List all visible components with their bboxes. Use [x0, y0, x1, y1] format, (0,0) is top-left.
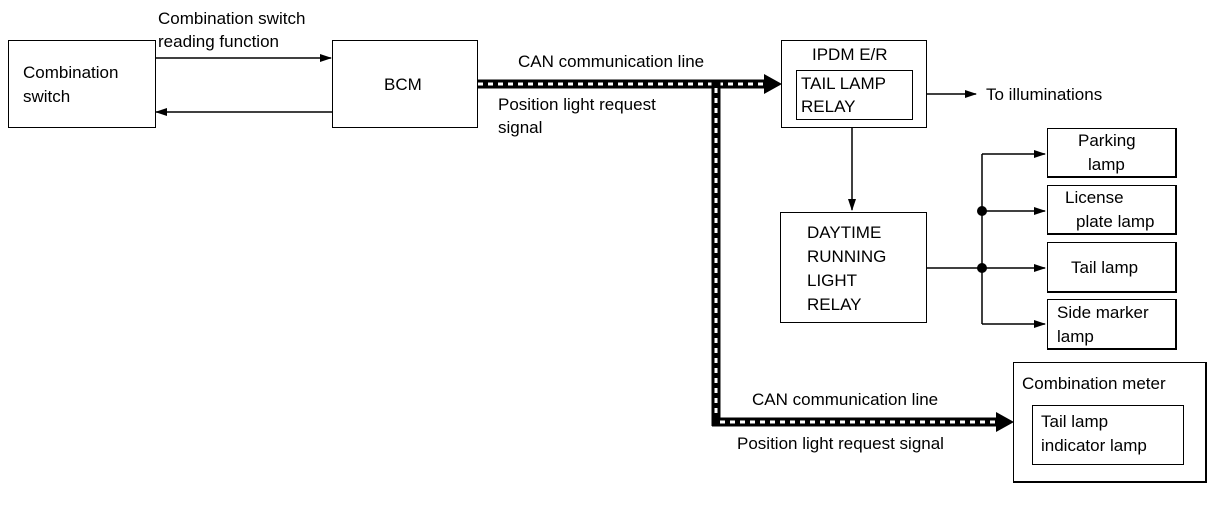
license-plate-lamp-line1: License	[1065, 188, 1124, 207]
bcm-box: BCM	[332, 40, 478, 128]
side-marker-lamp-line2: lamp	[1057, 327, 1094, 346]
drl-relay-line4: RELAY	[807, 295, 862, 314]
ipdm-box: IPDM E/R TAIL LAMP RELAY	[781, 40, 927, 128]
can-line-top-label: CAN communication line	[518, 52, 705, 71]
drl-relay-box: DAYTIME RUNNING LIGHT RELAY	[780, 212, 927, 323]
combination-switch-line2: switch	[23, 87, 71, 106]
combination-switch-line1: Combination	[23, 63, 119, 82]
parking-lamp-box: Parking lamp	[1047, 128, 1177, 178]
can-line-top-arrow	[764, 74, 782, 94]
position-signal-top-line2: signal	[498, 118, 543, 137]
reading-function-label-line2: reading function	[158, 32, 279, 51]
license-plate-lamp-line2: plate lamp	[1076, 212, 1155, 231]
can-line-bottom-label: CAN communication line	[752, 390, 939, 409]
combination-switch-box: Combination switch	[8, 40, 156, 128]
combination-meter-box: Combination meter Tail lamp indicator la…	[1013, 362, 1207, 483]
drl-relay-line2: RUNNING	[807, 247, 887, 266]
tail-lamp-relay-line1: TAIL LAMP	[801, 74, 887, 93]
tail-lamp-label: Tail lamp	[1071, 258, 1139, 277]
side-marker-lamp-box: Side marker lamp	[1047, 299, 1177, 350]
side-marker-lamp-line1: Side marker	[1057, 303, 1149, 322]
ipdm-label: IPDM E/R	[812, 45, 888, 64]
parking-lamp-line1: Parking	[1078, 131, 1136, 150]
tail-lamp-indicator-box: Tail lamp indicator lamp	[1032, 405, 1184, 465]
to-illuminations-label: To illuminations	[986, 85, 1103, 104]
junction-dot-lower	[977, 263, 987, 273]
tail-lamp-relay-box: TAIL LAMP RELAY	[796, 70, 913, 120]
combination-meter-label: Combination meter	[1022, 374, 1166, 393]
junction-dot-upper	[977, 206, 987, 216]
can-line-bottom-arrow	[996, 412, 1014, 432]
drl-relay-line3: LIGHT	[807, 271, 858, 290]
tail-lamp-indicator-line1: Tail lamp	[1041, 412, 1109, 431]
reading-function-label-line1: Combination switch	[158, 9, 306, 28]
tail-lamp-relay-line2: RELAY	[801, 97, 856, 116]
bcm-label: BCM	[384, 75, 422, 94]
drl-relay-line1: DAYTIME	[807, 223, 882, 242]
tail-lamp-indicator-line2: indicator lamp	[1041, 436, 1147, 455]
parking-lamp-line2: lamp	[1088, 155, 1125, 174]
position-signal-bottom-label: Position light request signal	[737, 434, 944, 453]
tail-lamp-box: Tail lamp	[1047, 242, 1177, 293]
position-signal-top-line1: Position light request	[498, 95, 656, 114]
license-plate-lamp-box: License plate lamp	[1047, 185, 1177, 235]
